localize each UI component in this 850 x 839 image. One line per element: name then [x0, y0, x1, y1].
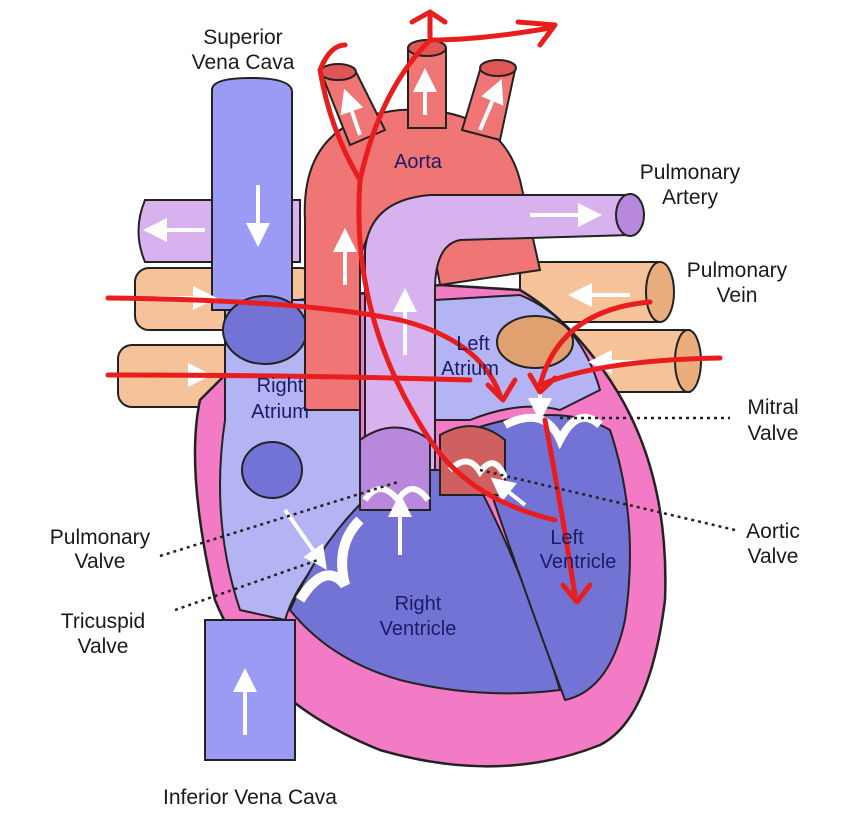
label-pulmonary-artery-2: Artery — [662, 186, 719, 209]
mitral-valve — [503, 413, 603, 450]
leader-aortic — [479, 468, 736, 532]
label-mitral-valve-2: Valve — [748, 422, 799, 445]
label-right-ventricle-2: Ventricle — [380, 618, 457, 640]
label-aorta: Aorta — [394, 151, 443, 173]
red-arrowhead-aorta-right — [515, 19, 558, 48]
label-inferior-vena-cava: Inferior Vena Cava — [163, 786, 337, 809]
label-left-atrium-1: Left — [456, 333, 490, 355]
label-tricuspid-valve-1: Tricuspid — [61, 610, 145, 633]
vena-cava — [204, 76, 308, 761]
red-arrowhead-1 — [485, 377, 518, 403]
flow-arrow-aorta-branch-3 — [478, 78, 504, 131]
label-aortic-valve-1: Aortic — [746, 520, 800, 543]
label-pulmonary-artery-1: Pulmonary — [640, 161, 741, 184]
label-mitral-valve-1: Mitral — [747, 396, 798, 419]
flow-arrow-lv-ao — [490, 477, 527, 507]
red-arrow-lv-to-aorta — [356, 37, 558, 523]
aorta-branch-3-opening — [479, 59, 517, 77]
red-arrow-upper-right-vein — [105, 295, 503, 398]
label-pulmonary-valve-2: Valve — [75, 550, 126, 573]
valves — [295, 413, 603, 603]
red-annotations — [105, 9, 723, 605]
flow-arrows — [143, 68, 650, 735]
label-superior-vena-cava-1: Superior — [203, 26, 282, 49]
inferior-vena-cava-opening — [241, 441, 303, 499]
pulmonary-artery-opening — [615, 193, 645, 237]
leader-lines — [159, 416, 736, 612]
label-left-atrium-2: Atrium — [441, 358, 499, 380]
red-arrowhead-3 — [560, 582, 593, 605]
label-pulmonary-vein-2: Vein — [717, 284, 758, 307]
red-arrowhead-aorta-up — [409, 9, 448, 43]
labels: Superior Vena Cava Aorta Pulmonary Arter… — [50, 26, 800, 809]
red-arrow-upper-left-vein — [537, 299, 653, 388]
aortic-valve-cusps — [447, 458, 508, 480]
tricuspid-valve — [295, 516, 364, 603]
leader-tricuspid — [174, 558, 319, 612]
red-arrow-la-to-lv — [542, 417, 578, 598]
flow-arrow-aorta-branch-1 — [340, 88, 364, 136]
label-aortic-valve-2: Valve — [748, 545, 799, 568]
label-left-ventricle-1: Left — [550, 527, 584, 549]
inferior-vena-cava — [204, 619, 296, 761]
pulmonary-vein-upper-left-opening — [645, 261, 675, 323]
label-right-atrium-2: Atrium — [251, 401, 309, 423]
red-arrowhead-2 — [527, 372, 558, 395]
red-arrow-aorta-right — [427, 25, 553, 43]
label-left-ventricle-2: Ventricle — [540, 551, 617, 573]
flow-arrow-ra-rv — [283, 508, 327, 570]
label-right-ventricle-1: Right — [395, 593, 442, 615]
superior-vena-cava — [211, 76, 293, 311]
label-right-atrium-1: Right — [257, 375, 304, 397]
pulmonary-artery — [364, 193, 645, 471]
red-arrow-aorta-left — [317, 42, 363, 183]
label-pulmonary-valve-1: Pulmonary — [50, 526, 151, 549]
red-arrow-lower-right-vein — [105, 372, 473, 383]
label-tricuspid-valve-2: Valve — [78, 635, 129, 658]
label-superior-vena-cava-2: Vena Cava — [192, 51, 295, 74]
label-pulmonary-vein-1: Pulmonary — [687, 259, 788, 282]
aorta-branch-1-opening — [319, 63, 357, 81]
